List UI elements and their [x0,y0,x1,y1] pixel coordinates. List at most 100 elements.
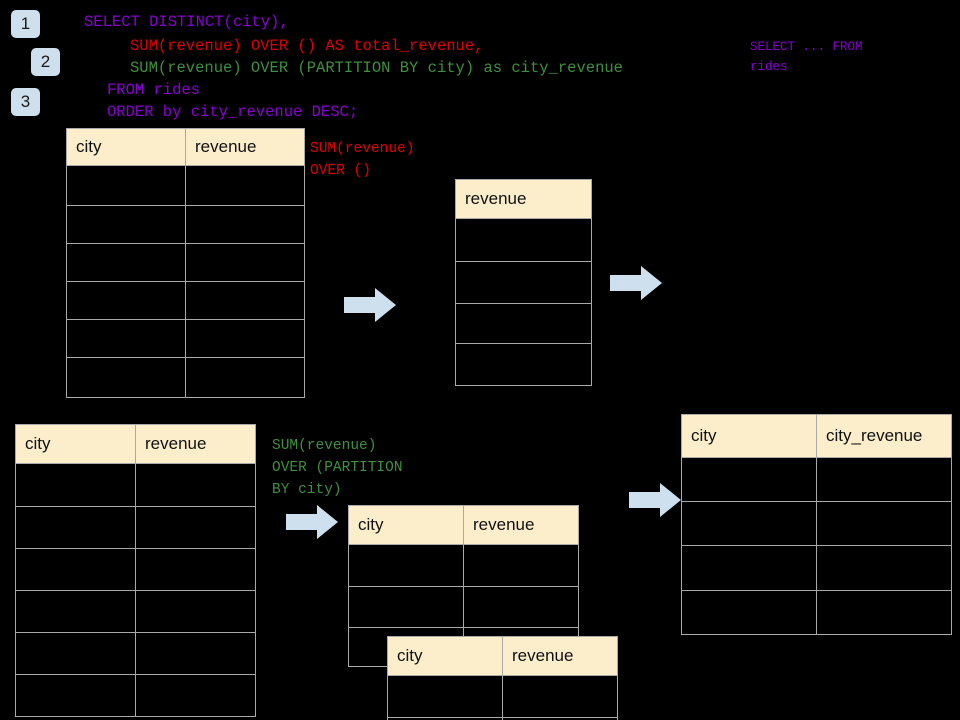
table-row [387,675,618,718]
sql-line-select: SELECT DISTINCT(city), [84,13,289,31]
step-badge-1: 1 [11,10,40,38]
cell-revenue [185,281,305,320]
sql-line-order-by: ORDER by city_revenue DESC; [107,103,359,121]
cell-city [681,501,817,546]
arrow-bottom-right [629,483,681,517]
cell-city [681,590,817,635]
cell-city [15,506,136,549]
cell-city [15,463,136,507]
cell-revenue [135,674,256,717]
cell-city [681,457,817,502]
cell-revenue [185,357,305,398]
annotation-total-revenue: SUM(revenue) OVER () [310,141,415,179]
table-row [681,457,952,502]
cell-city-revenue [816,501,952,546]
cell-city [15,590,136,633]
table-row [455,261,592,304]
table-row [348,586,579,628]
table-partition-group-front: city revenue [387,636,618,720]
cell-city [66,205,186,244]
table-row [681,590,952,635]
column-header-city: city [348,505,464,545]
cell-city [681,545,817,591]
table-header-row: city city_revenue [681,414,952,458]
cell-revenue [455,261,592,304]
cell-city [66,357,186,398]
table-row [15,506,256,549]
cell-revenue [135,506,256,549]
annotation-city-revenue: SUM(revenue) OVER (PARTITION BY city) [272,438,403,498]
column-header-city: city [66,128,186,166]
step-badge-2: 2 [31,48,60,76]
table-rides-source-top: city revenue [66,128,305,398]
sql-line-city-revenue: SUM(revenue) OVER (PARTITION BY city) as… [130,59,623,77]
table-row [15,632,256,675]
table-row [15,590,256,633]
table-row [348,544,579,587]
table-row [387,717,618,720]
table-row [66,205,305,244]
cell-city [15,548,136,591]
cell-city [66,243,186,282]
cell-city [66,281,186,320]
sql-side-note-line1: SELECT ... FROM [750,40,863,54]
table-row [15,674,256,717]
cell-revenue [455,343,592,386]
cell-revenue [463,586,579,628]
column-header-revenue: revenue [463,505,579,545]
table-header-row: revenue [455,179,592,219]
sql-line-total-revenue: SUM(revenue) OVER () AS total_revenue, [130,37,484,55]
cell-city-revenue [816,545,952,591]
table-row [15,548,256,591]
cell-city [348,544,464,587]
column-header-city: city [387,636,503,676]
cell-city-revenue [816,590,952,635]
table-header-row: city revenue [348,505,579,545]
table-row [15,463,256,507]
cell-revenue [455,218,592,262]
table-city-revenue-result: city city_revenue [681,414,952,635]
table-row [66,165,305,206]
cell-revenue [185,243,305,282]
column-header-revenue: revenue [135,424,256,464]
cell-city [15,674,136,717]
cell-revenue [463,544,579,587]
column-header-city-revenue: city_revenue [816,414,952,458]
table-row [681,501,952,546]
cell-revenue [185,205,305,244]
column-header-city: city [15,424,136,464]
column-header-revenue: revenue [502,636,618,676]
cell-city [348,586,464,628]
table-header-row: city revenue [66,128,305,166]
cell-revenue [135,463,256,507]
table-header-row: city revenue [15,424,256,464]
arrow-top-left [344,288,396,322]
cell-city [66,319,186,358]
column-header-city: city [681,414,817,458]
table-row [455,343,592,386]
cell-revenue [135,548,256,591]
cell-city [66,165,186,206]
cell-revenue [135,590,256,633]
cell-revenue [502,675,618,718]
arrow-top-right [610,266,662,300]
table-row [66,281,305,320]
table-header-row: city revenue [387,636,618,676]
table-total-revenue-result: revenue [455,179,592,386]
cell-city [15,632,136,675]
cell-revenue [185,165,305,206]
sql-side-note-line2: rides [750,60,788,74]
arrow-bottom-left [286,505,338,539]
cell-revenue [185,319,305,358]
cell-city-revenue [816,457,952,502]
sql-line-from: FROM rides [107,81,201,99]
table-row [455,218,592,262]
table-row [66,357,305,398]
table-row [66,243,305,282]
cell-revenue [502,717,618,720]
column-header-revenue: revenue [185,128,305,166]
table-row [681,545,952,591]
step-badge-3: 3 [11,88,40,116]
cell-revenue [135,632,256,675]
